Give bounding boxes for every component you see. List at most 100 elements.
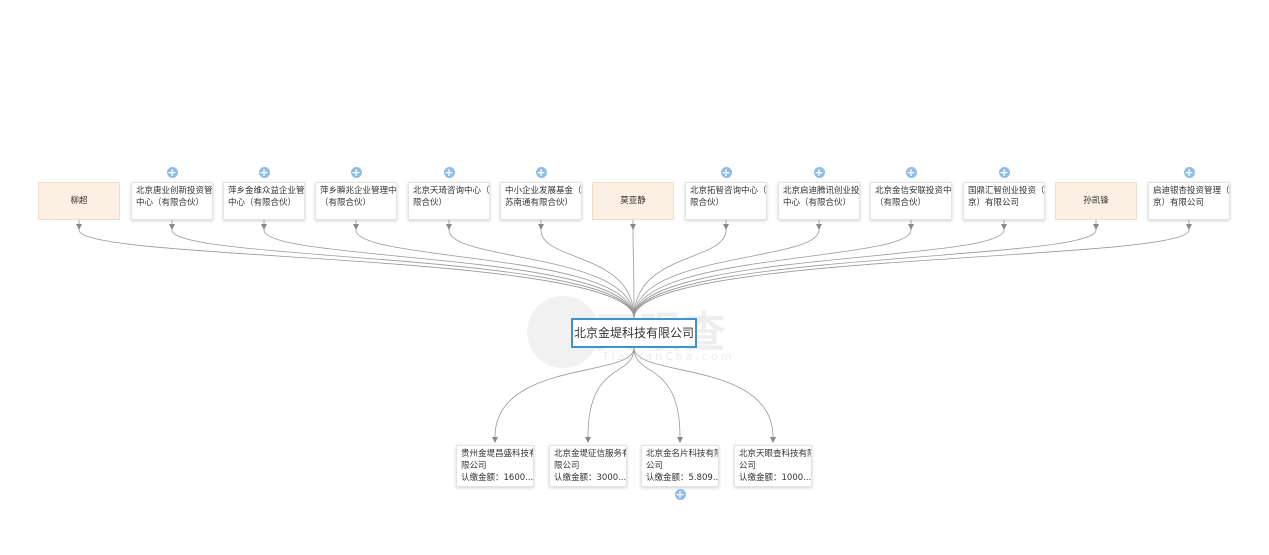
shareholder-company-node[interactable]: 国鼎汇智创业投资（北京）有限公司 <box>963 182 1045 220</box>
expand-icon[interactable]: + <box>258 165 270 179</box>
expand-icon[interactable]: + <box>443 165 455 179</box>
edge <box>633 229 1097 319</box>
shareholder-name: 萍乡瞬兆企业管理中心 （有限合伙） <box>320 185 397 209</box>
edge <box>587 347 635 438</box>
shareholder-name-line: 限合伙） <box>690 198 725 208</box>
shareholder-name-line: 北京天琦咨询中心（有 <box>413 186 490 196</box>
arrowhead <box>677 437 683 443</box>
shareholder-company-node[interactable]: 萍乡金维众益企业管理中心（有限合伙） <box>223 182 305 220</box>
shareholder-name: 孙凯锋 <box>1083 196 1109 206</box>
investment-company-node[interactable]: 贵州金堤昌盛科技有限公司认缴金额：1600... <box>456 445 534 487</box>
shareholder-name: 启迪银杏投资管理（北京）有限公司 <box>1153 185 1230 209</box>
shareholder-name-line: 中心（有限合伙） <box>783 198 852 208</box>
shareholder-company-node[interactable]: 北京天琦咨询中心（有限合伙） <box>408 182 490 220</box>
edge <box>633 229 912 319</box>
investment-amount: 认缴金额：5.809... <box>646 473 719 483</box>
arrowhead <box>908 224 914 230</box>
edge <box>494 347 635 438</box>
shareholder-company-node[interactable]: 启迪银杏投资管理（北京）有限公司 <box>1148 182 1230 220</box>
shareholder-name-line: 萍乡金维众益企业管理 <box>228 186 305 196</box>
shareholder-name-line: 启迪银杏投资管理（北 <box>1153 186 1230 196</box>
investment-name-line: 限公司 <box>554 461 580 471</box>
shareholder-name-line: 京）有限公司 <box>968 198 1020 208</box>
expand-icon[interactable]: + <box>166 165 178 179</box>
shareholder-name: 北京拓智咨询中心（有限合伙） <box>690 185 767 209</box>
expand-icon[interactable]: + <box>350 165 362 179</box>
edge <box>633 229 727 319</box>
investment-amount: 认缴金额：3000... <box>554 473 627 483</box>
arrowhead <box>169 224 175 230</box>
investment-name-line: 限公司 <box>461 461 487 471</box>
expand-icon[interactable]: + <box>535 165 547 179</box>
investment-amount: 认缴金额：1600... <box>461 473 534 483</box>
shareholder-name-line: 北京启迪腾讯创业投资 <box>783 186 860 196</box>
arrowhead <box>723 224 729 230</box>
shareholder-company-node[interactable]: 北京金信安联投资中心 （有限合伙） <box>870 182 952 220</box>
arrowhead <box>492 437 498 443</box>
investment-name-line: 公司 <box>739 461 757 471</box>
shareholder-name-line: （有限合伙） <box>875 198 927 208</box>
shareholder-name: 北京启迪腾讯创业投资中心（有限合伙） <box>783 185 860 209</box>
expand-icon[interactable]: + <box>674 487 686 501</box>
investment-company-node[interactable]: 北京金名片科技有限公司认缴金额：5.809... <box>641 445 719 487</box>
shareholder-company-node[interactable]: 北京启迪腾讯创业投资中心（有限合伙） <box>778 182 860 220</box>
shareholder-company-node[interactable]: 北京唐业创新投资管理中心（有限合伙） <box>131 182 213 220</box>
expand-icon[interactable]: + <box>1183 165 1195 179</box>
shareholder-name: 国鼎汇智创业投资（北京）有限公司 <box>968 185 1044 209</box>
edge <box>633 347 774 438</box>
investment-name-line: 北京金名片科技有限 <box>646 449 719 459</box>
edge <box>633 229 820 319</box>
investment-amount: 认缴金额：1000... <box>739 473 812 483</box>
arrowhead <box>353 224 359 230</box>
shareholder-name-line: 中小企业发展基金（江 <box>505 186 582 196</box>
investment-name-line: 贵州金堤昌盛科技有 <box>461 449 534 459</box>
shareholder-company-node[interactable]: 北京拓智咨询中心（有限合伙） <box>685 182 767 220</box>
edge <box>448 229 635 319</box>
arrowhead <box>630 224 636 230</box>
shareholder-name-line: 苏南通有限合伙） <box>505 198 574 208</box>
shareholder-name-line: 京）有限公司 <box>1153 198 1205 208</box>
expand-icon[interactable]: + <box>998 165 1010 179</box>
edge <box>633 229 1005 319</box>
center-company-node[interactable]: 北京金堤科技有限公司 <box>571 318 697 348</box>
expand-icon[interactable]: + <box>905 165 917 179</box>
investment-company-node[interactable]: 北京金堤征信服务有限公司认缴金额：3000... <box>549 445 627 487</box>
arrowhead <box>1093 224 1099 230</box>
arrowhead <box>446 224 452 230</box>
shareholder-company-node[interactable]: 萍乡瞬兆企业管理中心 （有限合伙） <box>315 182 397 220</box>
edge <box>632 229 635 319</box>
shareholder-person-node[interactable]: 柳超 <box>38 182 120 220</box>
investment-name-line: 北京天眼查科技有限 <box>739 449 812 459</box>
shareholder-name-line: 北京唐业创新投资管理 <box>136 186 213 196</box>
arrowhead <box>538 224 544 230</box>
shareholder-name-line: 限合伙） <box>413 198 448 208</box>
edge <box>171 229 635 319</box>
shareholder-name: 柳超 <box>70 196 88 206</box>
arrowhead <box>1001 224 1007 230</box>
shareholder-company-node[interactable]: 中小企业发展基金（江苏南通有限合伙） <box>500 182 582 220</box>
arrowhead <box>770 437 776 443</box>
shareholder-name: 北京金信安联投资中心 （有限合伙） <box>875 185 952 209</box>
shareholder-person-node[interactable]: 孙凯锋 <box>1055 182 1137 220</box>
shareholder-name: 北京天琦咨询中心（有限合伙） <box>413 185 490 209</box>
investment-company-node[interactable]: 北京天眼查科技有限公司认缴金额：1000... <box>734 445 812 487</box>
investment-name-line: 北京金堤征信服务有 <box>554 449 627 459</box>
shareholder-name-line: 北京拓智咨询中心（有 <box>690 186 767 196</box>
shareholder-person-node[interactable]: 莫亚静 <box>592 182 674 220</box>
shareholder-name-line: 北京金信安联投资中心 <box>875 186 952 196</box>
arrowhead <box>261 224 267 230</box>
shareholder-name-line: （有限合伙） <box>320 198 372 208</box>
shareholder-name-line: 萍乡瞬兆企业管理中心 <box>320 186 397 196</box>
expand-icon[interactable]: + <box>813 165 825 179</box>
shareholder-name: 萍乡金维众益企业管理中心（有限合伙） <box>228 185 305 209</box>
edge <box>540 229 635 319</box>
edge <box>633 347 681 438</box>
shareholder-name: 莫亚静 <box>620 196 646 206</box>
expand-icon[interactable]: + <box>720 165 732 179</box>
arrowhead <box>1186 224 1192 230</box>
shareholder-name-line: 中心（有限合伙） <box>136 198 205 208</box>
arrowhead <box>585 437 591 443</box>
edge <box>633 229 1190 319</box>
